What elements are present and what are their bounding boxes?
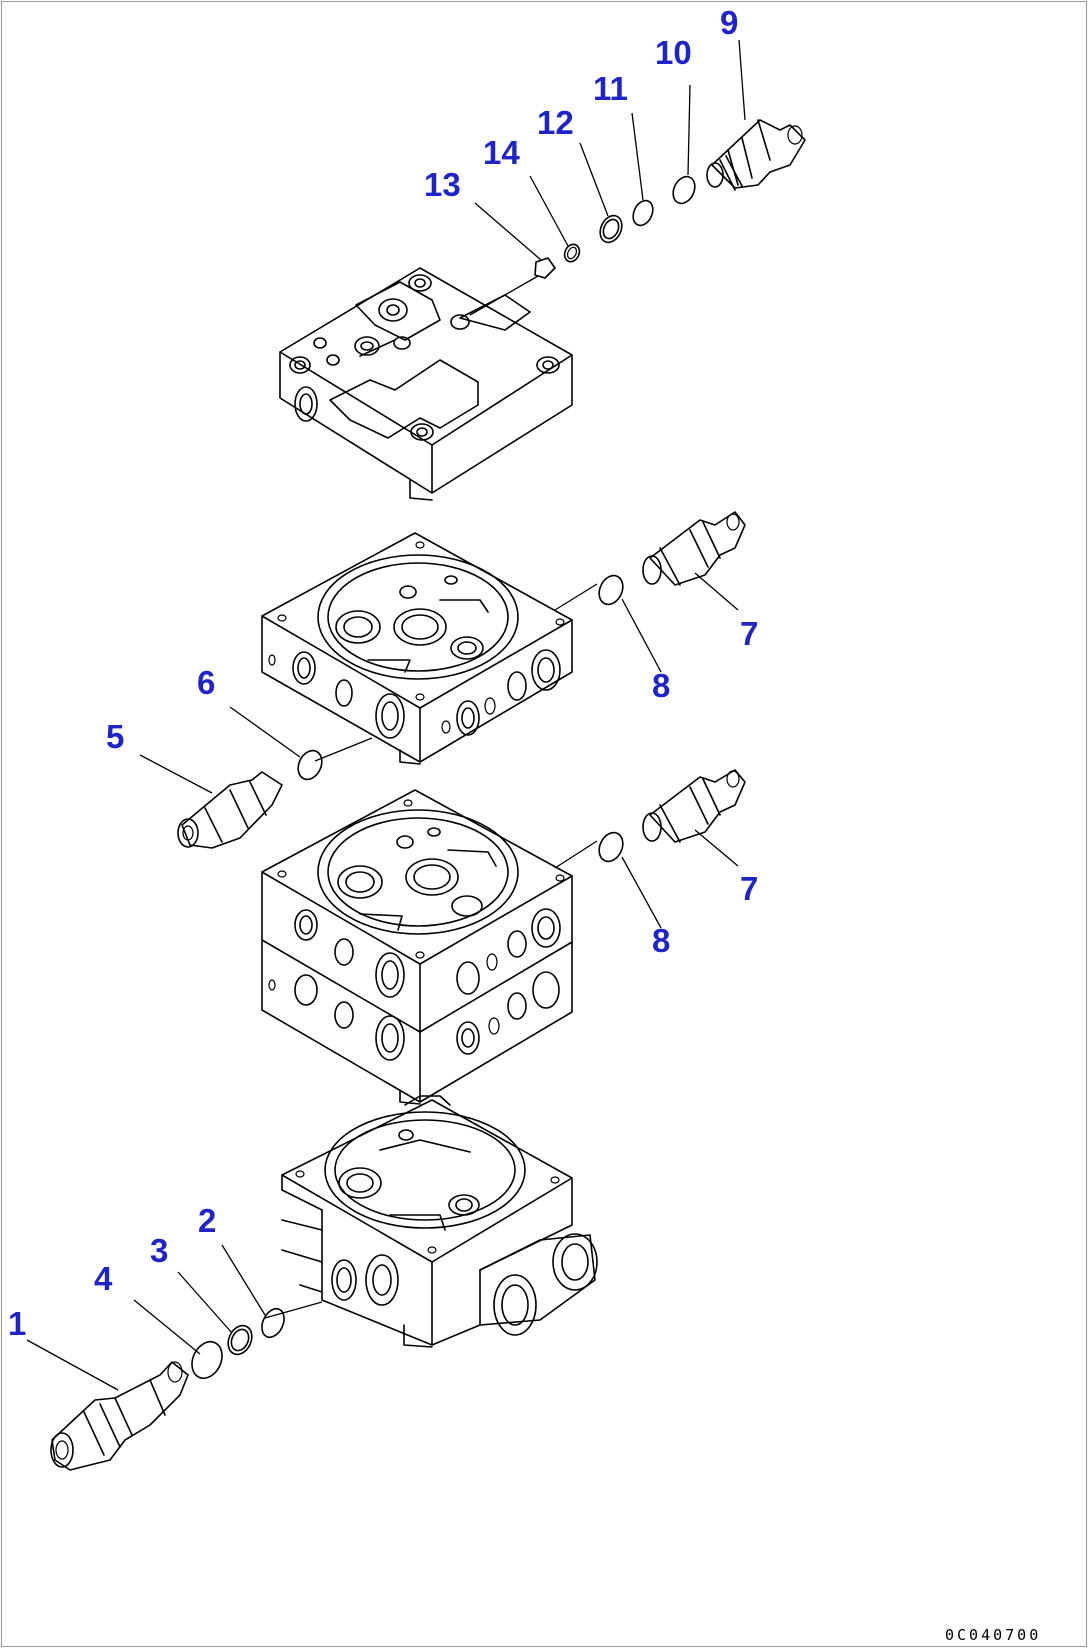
callout-2: 2 (198, 1202, 216, 1239)
backup-ring-12 (599, 214, 623, 244)
callout-labels: 1 2 3 4 5 6 7 7 8 8 9 10 11 12 13 14 (8, 4, 758, 1342)
top-cover-block (279, 267, 573, 501)
o-ring-11 (632, 199, 654, 227)
plug-13 (534, 257, 556, 279)
callout-5: 5 (106, 718, 124, 755)
ring-14 (563, 243, 581, 263)
callout-6: 6 (197, 664, 215, 701)
main-relief-valve-1 (50, 1361, 189, 1471)
middle-valve-section-upper (261, 532, 573, 765)
callout-11: 11 (593, 70, 628, 107)
callout-4: 4 (94, 1260, 113, 1297)
o-ring-8-upper (598, 574, 624, 606)
o-ring-2 (261, 1307, 285, 1339)
callout-7-upper: 7 (740, 615, 758, 652)
callout-8-upper: 8 (652, 667, 670, 704)
o-ring-4 (191, 1340, 223, 1380)
bottom-inlet-block (281, 1095, 598, 1348)
o-ring-8-lower (598, 831, 624, 863)
middle-valve-section-lower (261, 789, 573, 1105)
drawing-code: 0C040700 (945, 1626, 1041, 1644)
callout-8-lower: 8 (652, 922, 670, 959)
callout-14: 14 (483, 134, 520, 171)
callout-7-lower: 7 (740, 870, 758, 907)
callout-13: 13 (424, 166, 461, 203)
o-ring-6 (297, 749, 323, 781)
valve-7-lower (642, 769, 746, 843)
callout-12: 12 (537, 104, 574, 141)
o-ring-10 (672, 175, 696, 205)
leader-lines (26, 39, 746, 1391)
valve-7-upper (642, 511, 746, 586)
relief-valve-9 (706, 119, 806, 191)
callout-3: 3 (150, 1232, 168, 1269)
valve-5 (177, 771, 283, 849)
callout-10: 10 (655, 34, 692, 71)
callout-1: 1 (8, 1305, 26, 1342)
callout-9: 9 (720, 4, 738, 41)
backup-ring-3 (227, 1324, 253, 1356)
